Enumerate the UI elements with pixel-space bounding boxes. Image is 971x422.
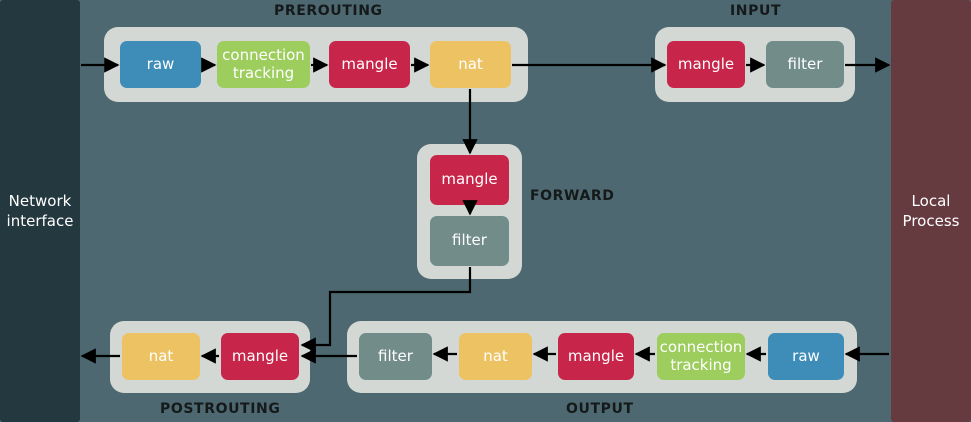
forward-filter-box[interactable]: filter	[430, 216, 509, 266]
prerouting-nat-box[interactable]: nat	[430, 41, 511, 88]
forward-mangle-box[interactable]: mangle	[430, 155, 509, 205]
output-nat-label: nat	[483, 346, 508, 365]
prerouting-connection-tracking-label: connection tracking	[222, 46, 305, 82]
output-raw-label: raw	[792, 346, 820, 365]
network-interface-block: Network interface	[0, 0, 80, 422]
network-interface-label-line2: interface	[6, 212, 74, 230]
forward-filter-label: filter	[452, 231, 487, 250]
input-filter-box[interactable]: filter	[766, 41, 844, 88]
input-mangle-box[interactable]: mangle	[667, 41, 745, 88]
postrouting-nat-label: nat	[148, 346, 174, 365]
output-filter-label: filter	[378, 346, 413, 365]
prerouting-mangle-label: mangle	[341, 54, 398, 73]
local-process-label: Local Process	[903, 191, 960, 232]
prerouting-connection-tracking-box[interactable]: connection tracking	[217, 41, 310, 88]
prerouting-ct-label-line2: tracking	[232, 63, 295, 82]
input-mangle-label: mangle	[677, 54, 735, 73]
local-process-label-line2: Process	[902, 212, 960, 230]
output-raw-box[interactable]: raw	[768, 333, 844, 380]
prerouting-ct-label-line1: connection	[222, 46, 305, 65]
chain-label-output: OUTPUT	[566, 401, 634, 417]
network-interface-label-line1: Network	[8, 191, 72, 210]
output-nat-box[interactable]: nat	[459, 333, 532, 380]
prerouting-nat-label: nat	[458, 54, 483, 73]
postrouting-mangle-label: mangle	[231, 346, 289, 365]
chain-label-forward: FORWARD	[530, 188, 615, 204]
input-filter-label: filter	[787, 54, 823, 73]
postrouting-mangle-box[interactable]: mangle	[221, 333, 299, 380]
output-mangle-label: mangle	[567, 346, 625, 365]
output-mangle-box[interactable]: mangle	[558, 333, 634, 380]
chain-label-input: INPUT	[730, 3, 782, 19]
local-process-label-line1: Local	[911, 191, 951, 210]
output-filter-box[interactable]: filter	[359, 333, 432, 380]
output-ct-label-line2: tracking	[670, 355, 732, 374]
forward-mangle-label: mangle	[441, 170, 498, 189]
chain-label-prerouting: PREROUTING	[274, 3, 383, 19]
output-connection-tracking-box[interactable]: connection tracking	[657, 333, 745, 380]
prerouting-raw-box[interactable]: raw	[120, 41, 201, 88]
output-ct-label-line1: connection	[659, 338, 743, 357]
local-process-block: Local Process	[891, 0, 971, 422]
chain-label-postrouting: POSTROUTING	[160, 401, 281, 417]
network-interface-label: Network interface	[7, 191, 74, 232]
prerouting-mangle-box[interactable]: mangle	[329, 41, 410, 88]
output-connection-tracking-label: connection tracking	[659, 338, 743, 374]
postrouting-nat-box[interactable]: nat	[122, 333, 200, 380]
prerouting-raw-label: raw	[146, 54, 175, 73]
